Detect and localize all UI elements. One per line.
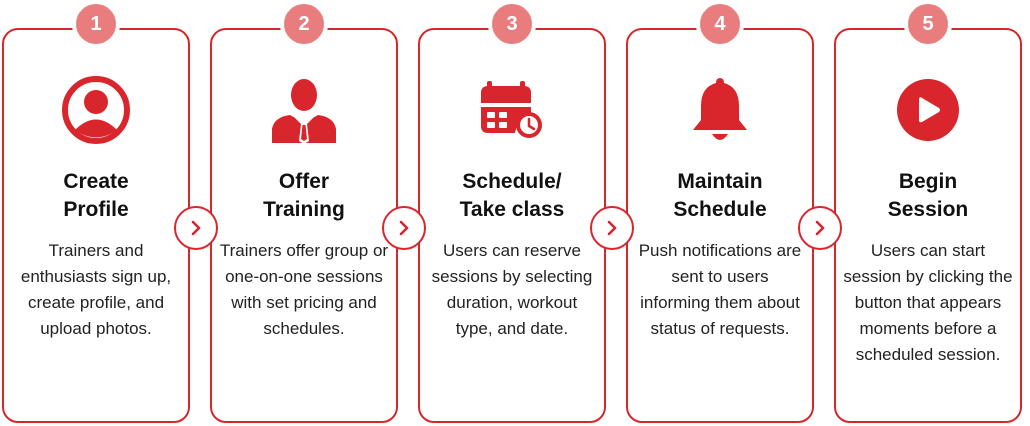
- chevron-right-icon: [191, 220, 201, 236]
- step-title-3: Schedule/Take class: [459, 170, 565, 221]
- connector-arrow-1-2: [174, 206, 218, 250]
- chevron-right-icon: [399, 220, 409, 236]
- play-button-icon: [890, 72, 966, 148]
- connector-arrow-3-4: [590, 206, 634, 250]
- step-number-badge-3: 3: [488, 0, 536, 48]
- step-description-3: Users can reserve sessions by selecting …: [431, 241, 593, 338]
- step-number-badge-5: 5: [904, 0, 952, 48]
- calendar-clock-icon: [474, 72, 550, 148]
- step-number-badge-4: 4: [696, 0, 744, 48]
- bell-icon: [682, 72, 758, 148]
- connector-arrow-2-3: [382, 206, 426, 250]
- step-number-badge-2: 2: [280, 0, 328, 48]
- step-description-4: Push notifications are sent to users inf…: [638, 241, 802, 338]
- connector-arrow-4-5: [798, 206, 842, 250]
- chevron-right-icon: [815, 220, 825, 236]
- step-description-5: Users can start session by clicking the …: [843, 241, 1013, 364]
- step-description-1: Trainers and enthusiasts sign up, create…: [20, 241, 172, 338]
- trainer-icon: [266, 72, 342, 148]
- user-profile-icon: [58, 72, 134, 148]
- chevron-right-icon: [607, 220, 617, 236]
- step-description-2: Trainers offer group or one-on-one sessi…: [219, 241, 389, 338]
- step-number-badge-1: 1: [72, 0, 120, 48]
